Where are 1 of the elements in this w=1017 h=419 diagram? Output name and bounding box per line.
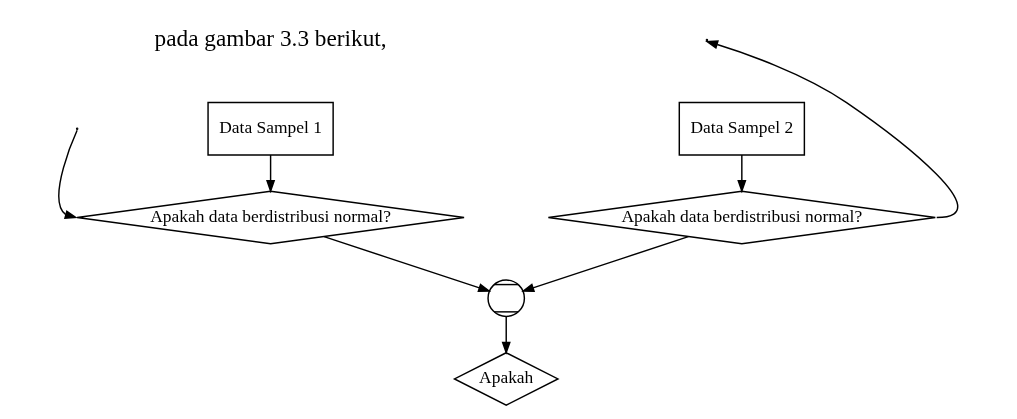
label: pada gambar 3.3 berikut, bbox=[154, 24, 387, 51]
